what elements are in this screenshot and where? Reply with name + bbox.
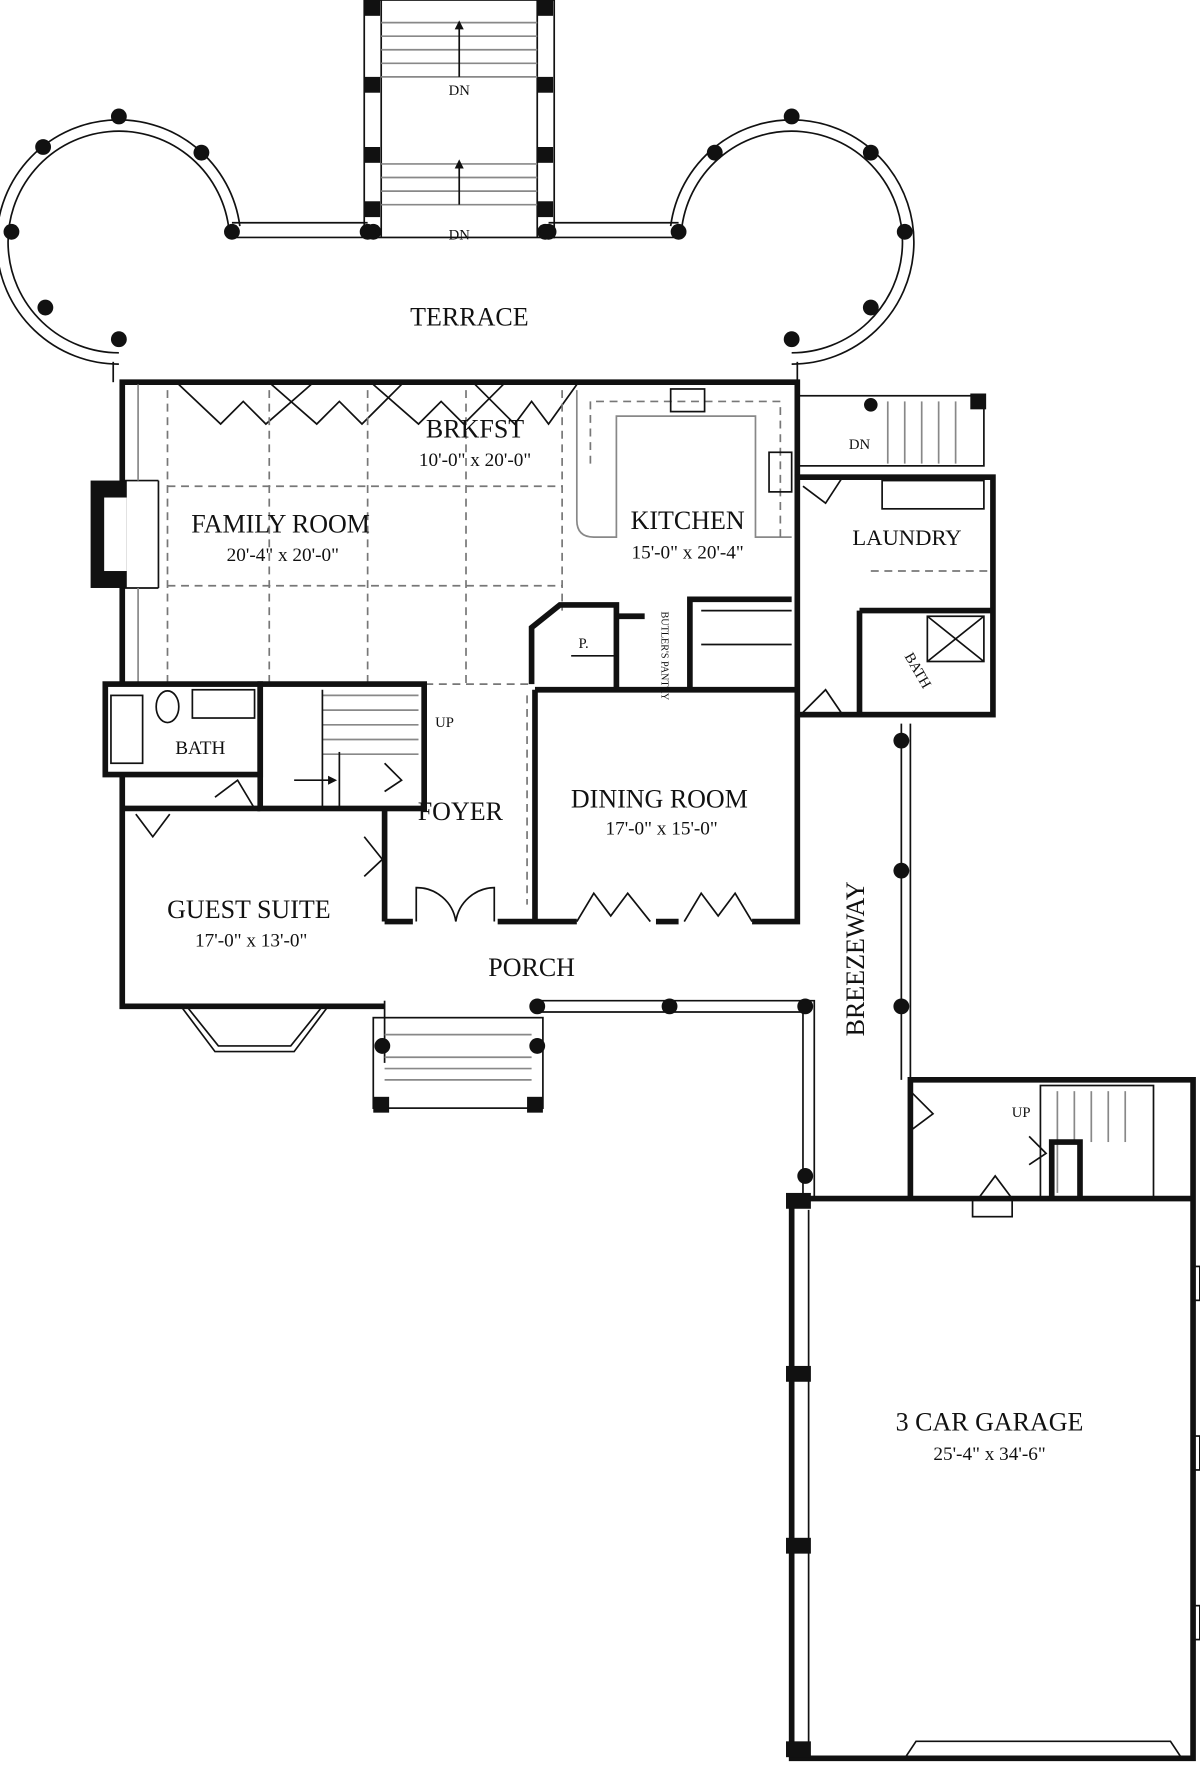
kitchen-label: KITCHEN — [631, 506, 745, 535]
foyer-label: FOYER — [418, 797, 504, 826]
terrace — [0, 108, 915, 383]
dining-room-size: 17'-0" x 15'-0" — [605, 818, 717, 839]
terrace-label: TERRACE — [410, 303, 528, 332]
laundry-bath-label: BATH — [901, 650, 934, 692]
family-room-size: 20'-4" x 20'-0" — [227, 545, 339, 566]
butlers-pantry-label: BUTLER'S PANTRY — [659, 612, 670, 701]
dn-label: DN — [449, 228, 471, 244]
guest-suite-label: GUEST SUITE — [167, 895, 330, 924]
terrace-stairs — [363, 0, 556, 240]
up-label: UP — [435, 715, 454, 731]
dn-label: DN — [449, 83, 471, 99]
dn-label: DN — [849, 437, 871, 453]
dining-room-label: DINING ROOM — [571, 784, 748, 813]
porch-label: PORCH — [488, 953, 575, 982]
kitchen-size: 15'-0" x 20'-4" — [631, 543, 743, 564]
brkfst-size: 10'-0" x 20'-0" — [419, 450, 531, 471]
brkfst-label: BRKFST — [426, 415, 524, 444]
garage-size: 25'-4" x 34'-6" — [933, 1444, 1045, 1465]
laundry-label: LAUNDRY — [852, 525, 961, 550]
up-label: UP — [1012, 1105, 1031, 1121]
house-walls — [90, 379, 1200, 1762]
family-room-label: FAMILY ROOM — [191, 510, 370, 539]
bath-label: BATH — [175, 738, 225, 759]
garage-label: 3 CAR GARAGE — [896, 1407, 1084, 1436]
pantry-label: P. — [578, 636, 588, 652]
guest-suite-size: 17'-0" x 13'-0" — [195, 930, 307, 951]
breezeway-label: BREEZEWAY — [841, 881, 870, 1036]
